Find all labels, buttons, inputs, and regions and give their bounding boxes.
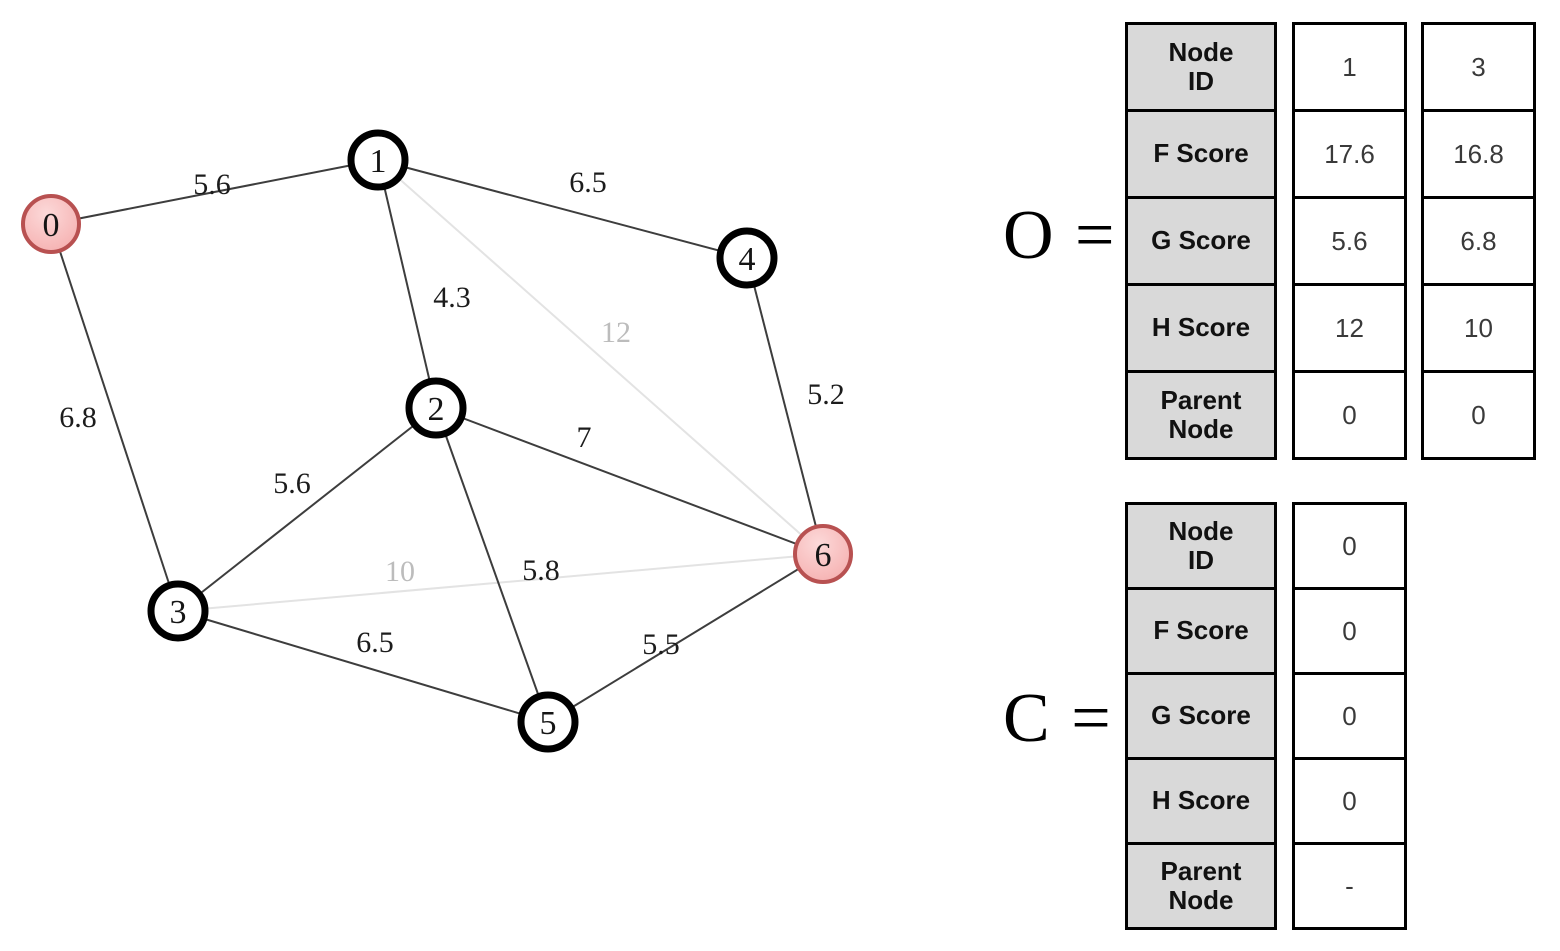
graph-node-6 [793,524,853,584]
edge-weight-1-4: 6.5 [569,166,607,199]
edge-1-4 [377,159,748,259]
graph-node-3 [147,580,209,642]
closed-list-header-node-id: Node ID [1125,502,1277,590]
open-list-header-h-score: H Score [1125,283,1277,373]
open-list-col0-parent-node: 0 [1292,370,1407,460]
open-list-col0-f-score: 17.6 [1292,109,1407,199]
closed-list-header-f-score: F Score [1125,587,1277,675]
closed-list-col0-h-score: 0 [1292,757,1407,845]
graph-node-4 [716,227,778,289]
closed-list-col0-g-score: 0 [1292,672,1407,760]
edge-4-6 [746,257,824,555]
edge-0-3 [50,223,179,612]
graph-node-label-6: 6 [815,537,832,574]
edge-2-3 [177,407,437,612]
open-list-header-node-id: Node ID [1125,22,1277,112]
edge-weight-2-5: 5.8 [522,554,560,587]
edge-weight-5-6: 5.5 [642,628,680,661]
open-list-col0-node-id: 1 [1292,22,1407,112]
graph-node-2 [405,377,467,439]
edge-1-6 [377,159,824,555]
graph-node-label-5: 5 [540,705,557,742]
open-list-col0-g-score: 5.6 [1292,196,1407,286]
closed-list-col0-f-score: 0 [1292,587,1407,675]
edge-2-5 [435,407,549,723]
graph-node-label-3: 3 [170,594,187,631]
edge-weight-1-6: 12 [601,316,631,349]
open-list-col1-node-id: 3 [1421,22,1536,112]
open-list-col1-h-score: 10 [1421,283,1536,373]
open-list-col1-g-score: 6.8 [1421,196,1536,286]
open-list-header-g-score: G Score [1125,196,1277,286]
edge-weight-3-6: 10 [385,555,415,588]
graph-node-label-4: 4 [739,241,756,278]
edge-3-6 [177,553,824,612]
edge-0-1 [50,159,379,225]
graph-node-1 [347,129,409,191]
open-list-col0-h-score: 12 [1292,283,1407,373]
edge-weight-4-6: 5.2 [807,378,845,411]
graph-node-label-1: 1 [370,143,387,180]
edge-weight-0-3: 6.8 [59,401,97,434]
closed-list-col0-parent-node: - [1292,842,1407,930]
graph-node-label-2: 2 [428,391,445,428]
edge-1-2 [377,159,437,409]
closed-list-col0-node-id: 0 [1292,502,1407,590]
edge-weight-2-6: 7 [577,421,592,454]
open-list-header-f-score: F Score [1125,109,1277,199]
closed-list-header-parent-node: Parent Node [1125,842,1277,930]
graph-node-0 [21,194,81,254]
edge-weight-0-1: 5.6 [193,168,231,201]
edge-3-5 [177,610,549,723]
graph-node-label-0: 0 [43,207,60,244]
graph-node-5 [517,691,579,753]
open-list-header-parent-node: Parent Node [1125,370,1277,460]
edge-weight-1-2: 4.3 [433,281,471,314]
open-list-label: O = [1003,197,1117,274]
closed-list-header-h-score: H Score [1125,757,1277,845]
open-list-col1-f-score: 16.8 [1421,109,1536,199]
open-list-col1-parent-node: 0 [1421,370,1536,460]
edge-2-6 [435,407,824,555]
closed-list-header-g-score: G Score [1125,672,1277,760]
edge-weight-3-5: 6.5 [356,626,394,659]
closed-list-label: C = [1003,680,1113,757]
edge-5-6 [547,553,824,723]
edge-weight-2-3: 5.6 [273,467,311,500]
